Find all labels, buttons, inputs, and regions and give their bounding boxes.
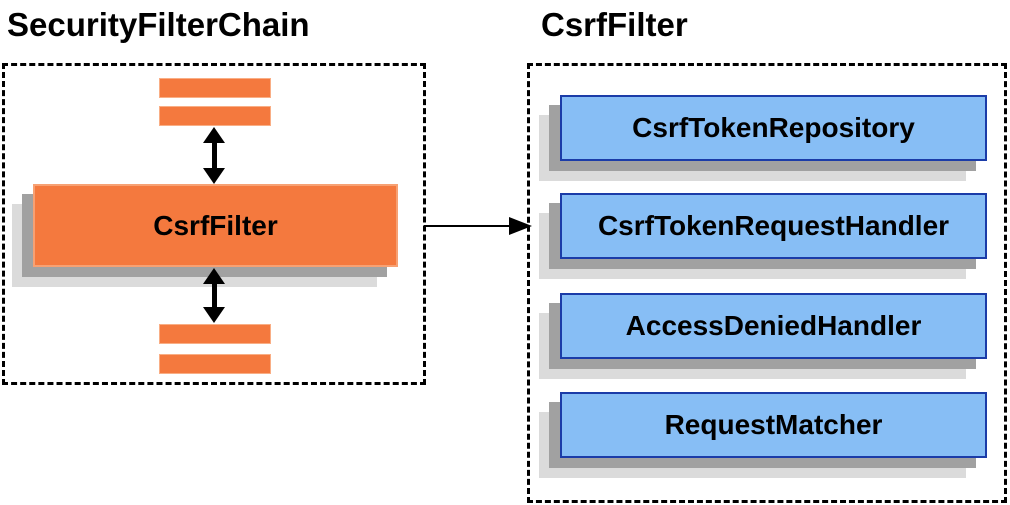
arrow-down-head-icon — [203, 168, 225, 184]
arrow-up-head-icon — [203, 268, 225, 284]
arrow-up-head-icon — [203, 127, 225, 143]
csrf-filter-title: CsrfFilter — [541, 6, 688, 43]
filter-placeholder-bar — [159, 106, 271, 126]
arrow-shaft — [211, 140, 217, 171]
component-label: RequestMatcher — [664, 409, 883, 440]
filter-placeholder-bar — [159, 354, 271, 374]
filter-placeholder-bar — [159, 324, 271, 344]
security-filter-chain-title: SecurityFilterChain — [7, 6, 310, 43]
component-label: CsrfTokenRepository — [632, 112, 915, 143]
component-label: CsrfTokenRequestHandler — [597, 210, 950, 241]
csrf-filter-box: CsrfFilter — [33, 184, 398, 267]
security-filter-chain-group: CsrfFilter — [2, 63, 426, 385]
csrf-filter-box-label: CsrfFilter — [153, 209, 278, 241]
arrow-down-head-icon — [203, 307, 225, 323]
component-box-csrf-token-request-handler: CsrfTokenRequestHandler — [560, 193, 987, 259]
double-arrow-icon — [203, 268, 225, 323]
right-arrow-shaft — [424, 225, 510, 227]
arrow-shaft — [211, 281, 217, 310]
component-box-request-matcher: RequestMatcher — [560, 392, 987, 458]
component-label: AccessDeniedHandler — [625, 310, 922, 341]
csrf-filter-group: CsrfTokenRepository CsrfTokenRequestHand… — [527, 63, 1007, 503]
component-box-csrf-token-repository: CsrfTokenRepository — [560, 95, 987, 161]
filter-placeholder-bar — [159, 78, 271, 98]
component-box-access-denied-handler: AccessDeniedHandler — [560, 293, 987, 359]
double-arrow-icon — [203, 127, 225, 184]
right-arrow-icon — [509, 217, 532, 235]
